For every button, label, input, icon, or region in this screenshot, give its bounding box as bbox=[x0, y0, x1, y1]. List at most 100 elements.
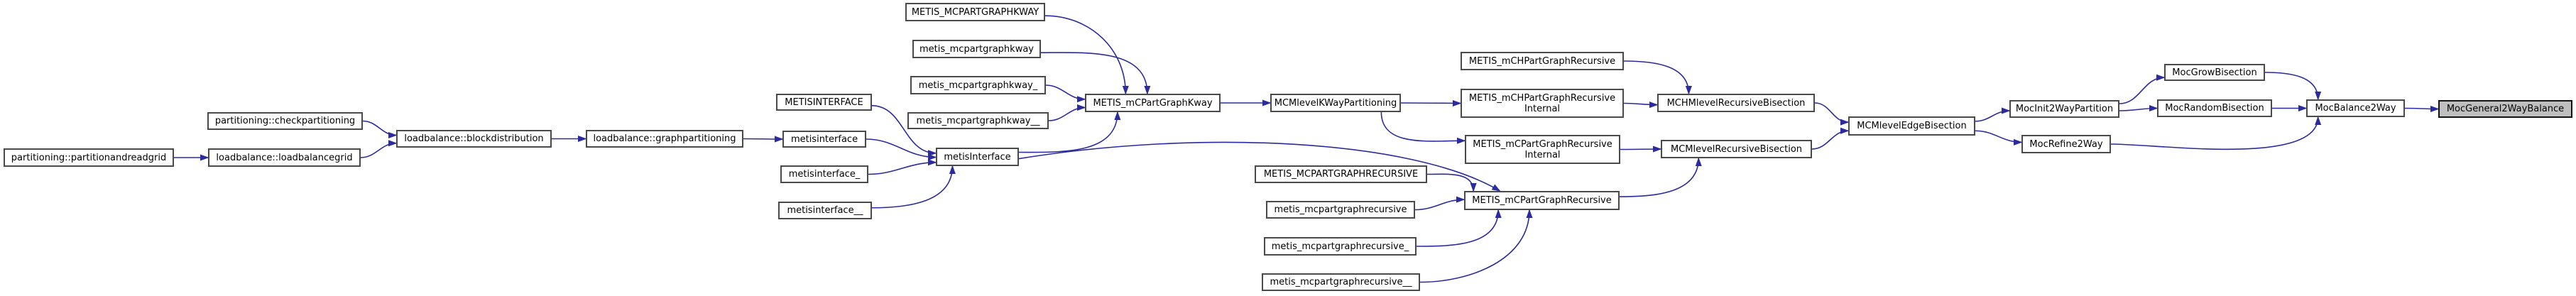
node-label: MocGeneral2WayBalance bbox=[2446, 104, 2565, 114]
node-mcpartgraphkway-u2[interactable]: metis_mcpartgraphkway__ bbox=[907, 112, 1049, 129]
node-metisinterface-camel[interactable]: metisInterface bbox=[936, 148, 1019, 166]
node-label: Internal bbox=[1524, 149, 1561, 160]
edge-mcpartgraphrecursive-caps-to-metis-mcpartgraphrecursive-main bbox=[1426, 173, 1477, 192]
node-mcpartgraphrecursive-u1[interactable]: metis_mcpartgraphrecursive_ bbox=[1264, 237, 1417, 256]
node-mocrefine2way[interactable]: MocRefine2Way bbox=[2021, 135, 2111, 153]
edge-mcpartgraphrecursive-u1-to-metis-mcpartgraphrecursive-main bbox=[1416, 209, 1502, 247]
edge-mcmlevel-kway-partitioning-to-metis-mchpartgraphrecursive-internal bbox=[1400, 99, 1462, 106]
edge-mocinit2waypartition-to-mocrandombisection bbox=[2119, 105, 2159, 112]
edge-checkpartitioning-to-blockdistribution bbox=[362, 120, 398, 138]
edge-mcpartgraphkway-caps-to-metis-mcpartgraphkway-main bbox=[1044, 15, 1129, 95]
node-label: MocRefine2Way bbox=[2029, 138, 2103, 150]
node-label: METIS_MCPARTGRAPHRECURSIVE bbox=[1263, 169, 1419, 180]
node-label: MCMlevelKWayPartitioning bbox=[1274, 97, 1397, 109]
node-label: metis_mcpartgraphrecursive__ bbox=[1270, 277, 1412, 287]
edge-mcpartgraphkway-to-metis-mcpartgraphkway-main bbox=[1040, 52, 1151, 95]
edge-mcpartgraphrecursive-u2-to-metis-mcpartgraphrecursive-main bbox=[1419, 209, 1533, 283]
node-metisinterface-u1[interactable]: metisinterface_ bbox=[780, 165, 868, 183]
node-label: METISINTERFACE bbox=[785, 97, 863, 108]
node-graphpartitioning[interactable]: loadbalance::graphpartitioning bbox=[586, 130, 743, 148]
edge-mcpartgraphkway-u2-to-metis-mcpartgraphkway-main bbox=[1048, 104, 1086, 121]
node-label: METIS_mCPartGraphRecursive bbox=[1472, 195, 1612, 206]
node-label: loadbalance::graphpartitioning bbox=[593, 133, 736, 144]
edge-mchmlevel-recursive-bisection-to-mcmlevel-edge-bisection bbox=[1814, 102, 1850, 126]
node-metisinterface-caps[interactable]: METISINTERFACE bbox=[776, 94, 872, 111]
edge-metisinterface-caps-to-metisinterface-camel bbox=[871, 105, 937, 157]
edge-metisinterface-u1-to-metisinterface-camel bbox=[868, 159, 937, 175]
node-metis-mchpartgraphrecursive[interactable]: METIS_mCHPartGraphRecursive bbox=[1461, 52, 1624, 70]
edge-metisinterface-to-metisinterface-camel bbox=[866, 138, 937, 161]
edge-mcpartgraphrecursive-to-metis-mcpartgraphrecursive-main bbox=[1414, 196, 1466, 211]
node-label: metis_mcpartgraphkway bbox=[919, 43, 1034, 55]
edge-mocgrowbisection-to-mocbalance2way bbox=[2264, 72, 2322, 101]
node-label: MocInit2WayPartition bbox=[2015, 104, 2114, 114]
node-mocinit2waypartition[interactable]: MocInit2WayPartition bbox=[2009, 100, 2119, 118]
node-mcmlevel-kway-partitioning[interactable]: MCMlevelKWayPartitioning bbox=[1270, 94, 1401, 112]
node-label: metis_mcpartgraphkway_ bbox=[918, 80, 1038, 91]
node-label: metisinterface_ bbox=[788, 169, 861, 180]
edge-metis-mchpartgraphrecursive-to-mchmlevel-recursive-bisection bbox=[1623, 60, 1692, 95]
node-loadbalancegrid[interactable]: loadbalance::loadbalancegrid bbox=[208, 148, 361, 167]
node-label: METIS_mCHPartGraphRecursive bbox=[1468, 92, 1616, 104]
edge-metisinterface-camel-to-metis-mcpartgraphkway-main bbox=[1018, 111, 1121, 153]
node-label: metis_mcpartgraphkway__ bbox=[916, 115, 1040, 126]
node-label: METIS_mCPartGraphKway bbox=[1093, 97, 1213, 109]
node-mocgeneral2waybalance: MocGeneral2WayBalance bbox=[2438, 100, 2572, 118]
node-blockdistribution[interactable]: loadbalance::blockdistribution bbox=[396, 130, 552, 148]
node-label: metis_mcpartgraphrecursive bbox=[1274, 204, 1407, 215]
node-label: MocBalance2Way bbox=[2315, 103, 2396, 114]
node-mcpartgraphrecursive[interactable]: metis_mcpartgraphrecursive bbox=[1266, 201, 1415, 219]
node-label: partitioning::partitionandreadgrid bbox=[11, 152, 167, 163]
edge-graphpartitioning-to-metisinterface bbox=[743, 136, 784, 143]
node-mcpartgraphrecursive-caps[interactable]: METIS_MCPARTGRAPHRECURSIVE bbox=[1255, 165, 1427, 183]
node-metisinterface-u2[interactable]: metisinterface__ bbox=[778, 202, 872, 219]
edge-mocrefine2way-to-mocbalance2way bbox=[2110, 116, 2322, 150]
node-label: metisinterface bbox=[790, 133, 858, 145]
edge-mcmlevel-edge-bisection-to-mocinit2waypartition bbox=[1975, 107, 2011, 122]
edge-mcpartgraphkway-u1-to-metis-mcpartgraphkway-main bbox=[1045, 84, 1086, 103]
node-label: Internal bbox=[1524, 103, 1561, 114]
node-label: MocGrowBisection bbox=[2172, 67, 2257, 78]
edge-metis-mchpartgraphrecursive-internal-to-mchmlevel-recursive-bisection bbox=[1623, 102, 1659, 109]
node-metis-mcpartgraphkway-main[interactable]: METIS_mCPartGraphKway bbox=[1085, 94, 1221, 112]
node-label: loadbalance::loadbalancegrid bbox=[216, 152, 353, 163]
node-mcpartgraphkway-caps[interactable]: METIS_MCPARTGRAPHKWAY bbox=[905, 3, 1045, 21]
edge-metis-mcpartgraphrecursive-internal-to-mcmlevel-recursive-bisection bbox=[1620, 146, 1662, 153]
edge-mcmlevel-edge-bisection-to-mocrefine2way bbox=[1975, 130, 2023, 146]
node-partitionandreadgrid[interactable]: partitioning::partitionandreadgrid bbox=[4, 148, 174, 167]
node-label: metis_mcpartgraphrecursive_ bbox=[1271, 241, 1409, 252]
node-label: partitioning::checkpartitioning bbox=[214, 116, 356, 126]
node-label: METIS_MCPARTGRAPHKWAY bbox=[911, 6, 1039, 18]
edge-metis-mcpartgraphrecursive-main-to-mcmlevel-recursive-bisection bbox=[1619, 157, 1702, 197]
node-mocbalance2way[interactable]: MocBalance2Way bbox=[2306, 99, 2405, 117]
node-label: METIS_mCPartGraphRecursive bbox=[1473, 138, 1612, 150]
node-mcmlevel-recursive-bisection[interactable]: MCMlevelRecursiveBisection bbox=[1661, 140, 1812, 158]
node-mcmlevel-edge-bisection[interactable]: MCMlevelEdgeBisection bbox=[1848, 116, 1975, 136]
node-mcpartgraphkway-u1[interactable]: metis_mcpartgraphkway_ bbox=[910, 76, 1046, 94]
node-label: metisinterface__ bbox=[787, 205, 863, 216]
edge-loadbalancegrid-to-blockdistribution bbox=[360, 140, 398, 158]
node-mcpartgraphkway[interactable]: metis_mcpartgraphkway bbox=[912, 40, 1041, 58]
edge-mcmlevel-kway-partitioning-to-metis-mcpartgraphrecursive-internal bbox=[1380, 111, 1466, 144]
node-mcpartgraphrecursive-u2[interactable]: metis_mcpartgraphrecursive__ bbox=[1262, 273, 1420, 291]
node-label: MocRandomBisection bbox=[2165, 103, 2264, 114]
node-checkpartitioning[interactable]: partitioning::checkpartitioning bbox=[207, 112, 363, 130]
node-label: METIS_mCHPartGraphRecursive bbox=[1468, 55, 1616, 67]
node-label: loadbalance::blockdistribution bbox=[404, 133, 544, 144]
node-mchmlevel-recursive-bisection[interactable]: MCHMlevelRecursiveBisection bbox=[1657, 94, 1815, 112]
edge-mocinit2waypartition-to-mocgrowbisection bbox=[2119, 74, 2166, 104]
edge-metisinterface-u2-to-metisinterface-camel bbox=[871, 165, 956, 209]
node-metisinterface[interactable]: metisinterface bbox=[782, 131, 866, 148]
edge-mcmlevel-recursive-bisection-to-mcmlevel-edge-bisection bbox=[1811, 127, 1850, 150]
node-mocrandombisection[interactable]: MocRandomBisection bbox=[2157, 99, 2272, 117]
node-metis-mcpartgraphrecursive-main[interactable]: METIS_mCPartGraphRecursive bbox=[1464, 191, 1620, 210]
node-label: MCMlevelEdgeBisection bbox=[1857, 121, 1967, 131]
node-mocgrowbisection[interactable]: MocGrowBisection bbox=[2164, 64, 2265, 81]
node-label: MCMlevelRecursiveBisection bbox=[1670, 143, 1803, 155]
edge-metisinterface-camel-to-metis-mcpartgraphrecursive-main bbox=[1018, 141, 1501, 192]
node-label: MCHMlevelRecursiveBisection bbox=[1666, 97, 1806, 109]
